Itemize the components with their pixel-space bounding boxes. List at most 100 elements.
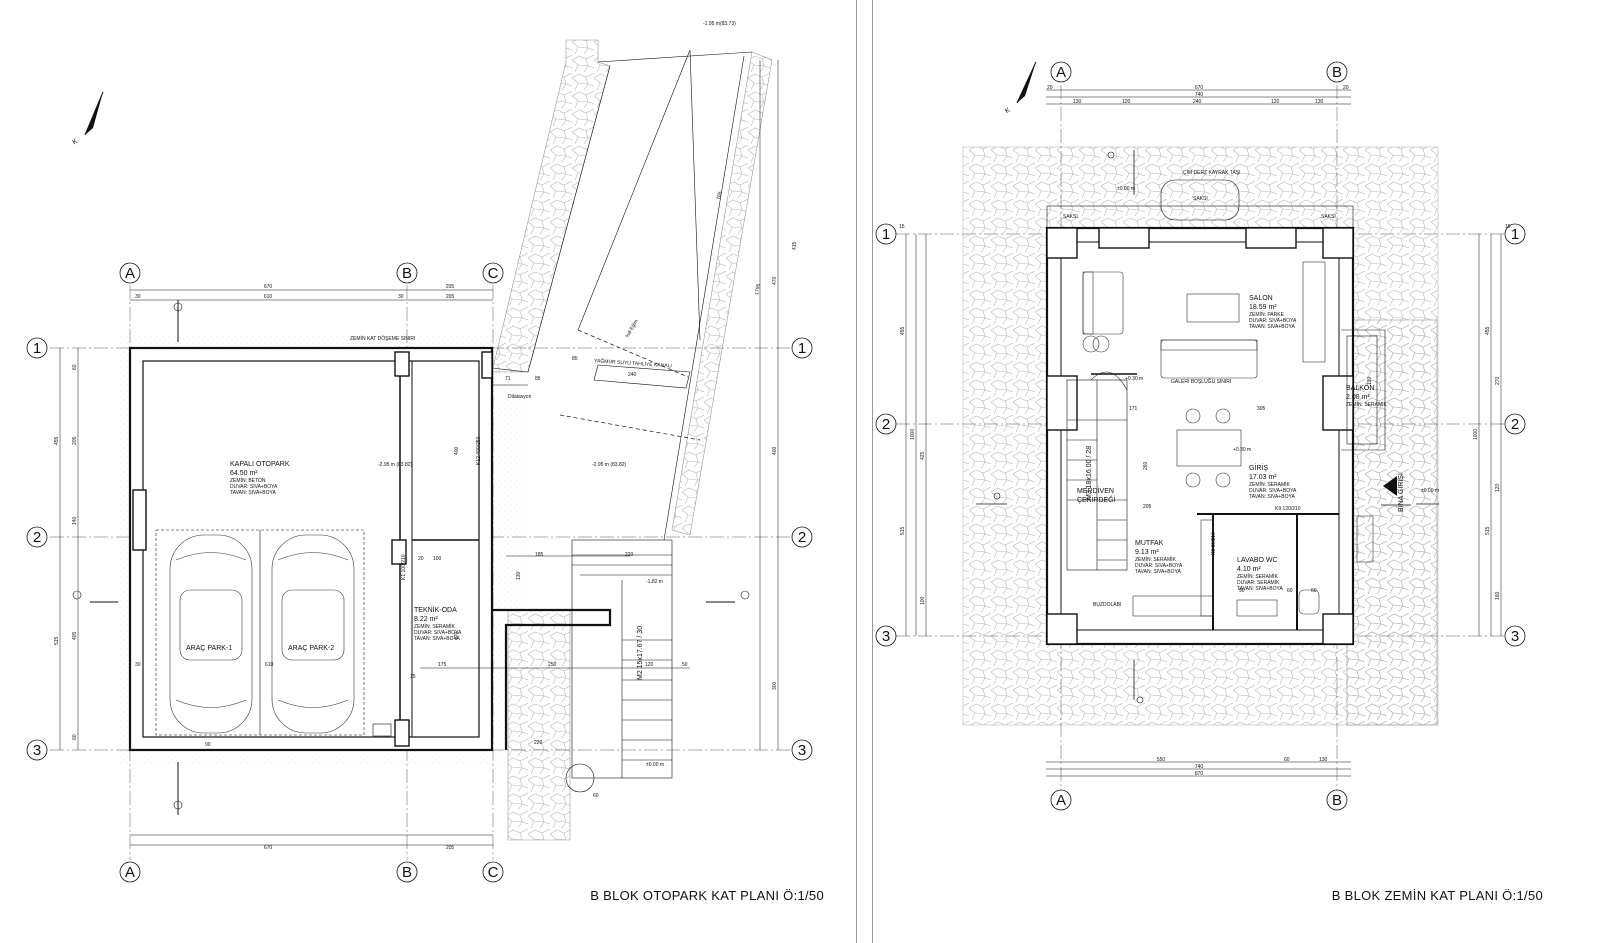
- dim-text: 415: [792, 241, 798, 250]
- ramp-right-wall: [671, 51, 773, 536]
- plan-title: B BLOK OTOPARK KAT PLANI Ö:1/50: [590, 888, 824, 903]
- dim-text: 15: [1505, 224, 1511, 230]
- stair-label: M2 15x17.67 / 30: [637, 626, 644, 680]
- dim-text: 670: [264, 845, 273, 851]
- dim-text: 20: [418, 556, 424, 562]
- room-area: 4.10 m²: [1237, 566, 1261, 573]
- dim-text: 220: [625, 552, 634, 558]
- room-finish: ZEMİN: SERAMİK: [1346, 401, 1388, 408]
- parking-outer-wall: [128, 346, 494, 752]
- axis-b-top: B: [1332, 64, 1342, 81]
- level-label: -2.95 m (83.82): [592, 462, 627, 468]
- dim-text: 175: [438, 662, 447, 668]
- north-label: K: [1004, 107, 1012, 116]
- axis-1-right: 1: [798, 340, 806, 357]
- room-name: BALKON: [1346, 385, 1374, 392]
- dim-text: 20: [1047, 85, 1053, 91]
- dim-text: 455: [900, 326, 906, 335]
- axis-c-bottom: C: [488, 864, 499, 881]
- manhole: [565, 763, 595, 793]
- sheet-parking-plan: K A B C A B C 1 2 3 1 2 3 670 610 205 30…: [26, 0, 857, 943]
- dim-text: 610: [265, 662, 274, 668]
- dim-text: 60: [1287, 588, 1293, 594]
- axis-b-bottom: B: [402, 864, 412, 881]
- dim-text: 15: [410, 674, 416, 680]
- dim-text: 120: [1122, 99, 1131, 105]
- dim-text: 470: [772, 276, 778, 285]
- dim-text: 305: [1257, 406, 1266, 412]
- dim-text: 400: [454, 446, 460, 455]
- dim-text: 1000: [1473, 429, 1479, 440]
- stair-core-label: ÇEKİRDEĞİ: [1077, 495, 1116, 504]
- dim-text: 130: [516, 571, 522, 580]
- axis-3-right: 3: [1511, 628, 1519, 645]
- axis-3-left: 3: [33, 742, 41, 759]
- room-name: LAVABO WC: [1237, 557, 1278, 564]
- room-name: MUTFAK: [1135, 540, 1164, 547]
- dim-text: 870: [1195, 771, 1204, 777]
- dim-text: 425: [920, 451, 926, 460]
- dim-text: 1000: [910, 429, 916, 440]
- sofa-left: [1082, 271, 1124, 335]
- dim-text: 270: [1495, 376, 1501, 385]
- dim-text: 120: [1495, 483, 1501, 492]
- dim-text: 205: [446, 284, 455, 290]
- dim-text: 60: [72, 364, 78, 370]
- dim-text: 130: [1319, 757, 1328, 763]
- north-label: K: [72, 138, 80, 147]
- room-area: 18.59 m²: [1249, 304, 1277, 311]
- dim-text: 300: [772, 681, 778, 690]
- dim-text: 515: [54, 636, 60, 645]
- axis-2-right: 2: [1511, 416, 1519, 433]
- note-label: K9 120/210: [1275, 506, 1301, 512]
- room-name: TEKNİK-ODA: [414, 605, 457, 614]
- stair-m3: [1066, 371, 1128, 571]
- dim-text: 60: [72, 734, 78, 740]
- stair-m2: [571, 539, 673, 779]
- rain-channel: [593, 364, 691, 389]
- dim-text: 100: [920, 596, 926, 605]
- dim-text: 120: [645, 662, 654, 668]
- note-label: %8 Eğim: [625, 319, 640, 339]
- dim-text: 60: [593, 793, 599, 799]
- room-name: KAPALI OTOPARK: [230, 461, 290, 468]
- dim-text: 15: [899, 224, 905, 230]
- dim-text: 250: [548, 662, 557, 668]
- dim-text: 140: [72, 516, 78, 525]
- parking-label: ARAÇ PARK-2: [288, 645, 334, 652]
- north-arrow-icon: [1016, 61, 1037, 104]
- dim-text: 455: [54, 436, 60, 445]
- dim-text: 240: [628, 372, 637, 378]
- tv-unit: [1302, 261, 1326, 363]
- dining-set: [1176, 408, 1242, 488]
- dim-text: 205: [446, 294, 455, 300]
- dim-text: 30: [398, 294, 404, 300]
- balcony-outline: [1341, 329, 1386, 451]
- dim-text: 205: [72, 436, 78, 445]
- car-1: [169, 534, 253, 734]
- level-label: -2.95 m (83.82): [378, 462, 413, 468]
- stair-side-hatch: [507, 609, 571, 841]
- level-label: -1.95 m(83.73): [703, 21, 736, 27]
- dim-text: 740: [1195, 92, 1204, 98]
- room-area: 64.50 m²: [230, 470, 258, 477]
- axis-2-left: 2: [33, 529, 41, 546]
- dim-text: 260: [1143, 461, 1149, 470]
- dim-text: 85: [535, 376, 541, 382]
- dim-text: 130: [1315, 99, 1324, 105]
- sofa-main: [1160, 339, 1258, 379]
- dim-text: 670: [1195, 85, 1204, 91]
- axis-b-bottom: B: [1332, 792, 1342, 809]
- ramp-left-wall: [491, 39, 611, 373]
- dim-text: 71: [505, 376, 511, 382]
- dim-text: 60: [1311, 588, 1317, 594]
- dim-text: 130: [1367, 376, 1373, 385]
- room-area: 17.03 m²: [1249, 474, 1277, 481]
- dim-text: 205: [1143, 504, 1152, 510]
- entrance-arrow-icon: [1383, 476, 1397, 496]
- dim-text: 240: [1193, 99, 1202, 105]
- axis-2-left: 2: [882, 416, 890, 433]
